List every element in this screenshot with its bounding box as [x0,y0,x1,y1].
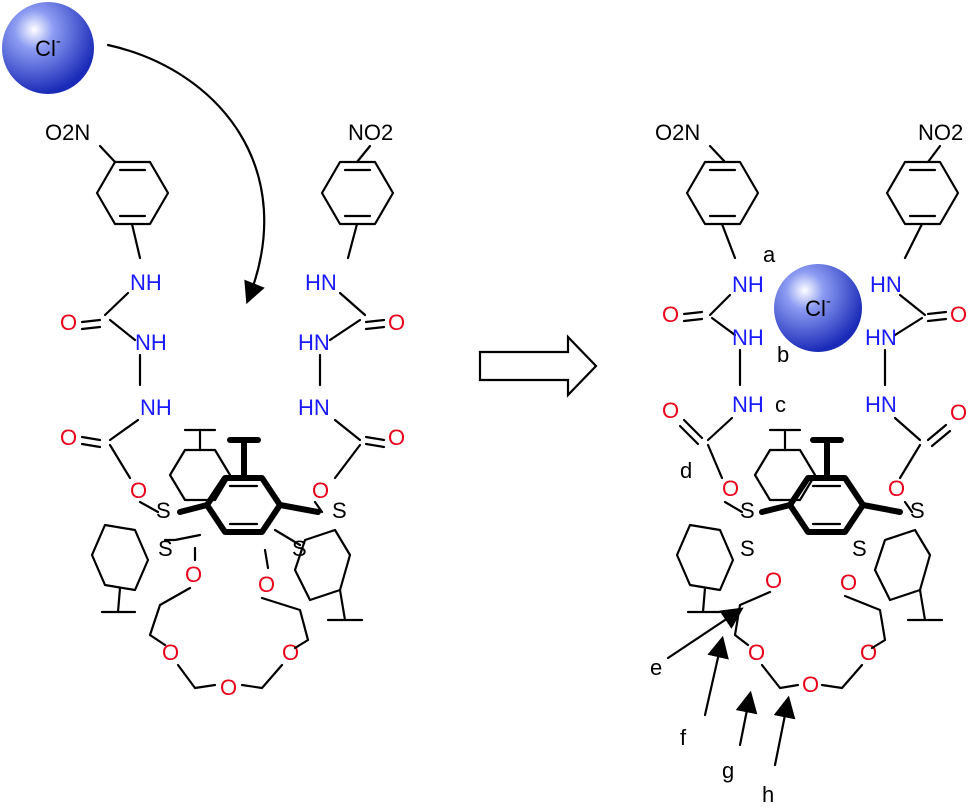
nh-label: NH [732,392,764,417]
curved-arrow-icon [106,43,266,305]
o-label: O [765,568,782,593]
nitro-group: NO2 [348,120,393,145]
o-label: O [130,478,147,503]
proton-label-f: f [680,725,687,750]
s-label: S [156,498,171,523]
nh-label: NH [135,330,167,355]
o-label: O [388,310,405,335]
hn-label: HN [305,270,337,295]
s-label: S [852,536,867,561]
left-arm: O2N NH O NH NH O O [655,120,764,501]
crown-ether: O O O O O [148,546,310,700]
o-label: O [888,476,905,501]
o-label: O [840,570,857,595]
proton-label-g: g [722,758,734,783]
hn-label: HN [865,325,897,350]
proton-label-c: c [775,392,786,417]
o-label: O [282,640,299,665]
o-label: O [950,400,967,425]
indicator-arrow-icon [666,607,796,767]
right-arm: NO2 HN O HN HN O O [298,120,405,503]
nh-label: NH [130,270,162,295]
chloride-anion: Cl- [2,2,94,94]
thiacalixarene-core: S S S S [675,428,944,622]
o-label: O [950,302,967,327]
s-label: S [740,498,755,523]
left-arm: O2N NH O NH NH O O [45,120,172,503]
reaction-arrow-icon [478,334,598,398]
nh-label: NH [732,325,764,350]
proton-label-b: b [777,342,789,367]
anion-label: Cl- [35,33,61,61]
nitro-group: NO2 [918,120,963,145]
chloride-anion-bound: Cl- [774,264,862,352]
o-label: O [662,398,679,423]
anion-label: Cl- [805,293,831,321]
o-label: O [748,640,765,665]
thiacalixarene-core: S S S S [90,428,364,622]
right-arm: NO2 HN O HN HN O O [865,120,967,501]
o-label: O [662,302,679,327]
proton-label-e: e [650,655,662,680]
nitro-group: O2N [655,120,700,145]
o-label: O [162,640,179,665]
nh-label: NH [140,395,172,420]
o-label: O [60,425,77,450]
o-label: O [258,572,275,597]
s-label: S [158,536,173,561]
o-label: O [722,476,739,501]
hn-label: HN [298,330,330,355]
hn-label: HN [298,395,330,420]
receptor-complex: O2N NH O NH NH O O Cl- [650,120,967,807]
hn-label: HN [865,392,897,417]
nh-label: NH [732,272,764,297]
nitro-group: O2N [45,120,90,145]
o-label: O [185,562,202,587]
o-label: O [388,425,405,450]
o-label: O [860,640,877,665]
hn-label: HN [870,272,902,297]
s-label: S [910,498,925,523]
s-label: S [740,536,755,561]
o-label: O [60,310,77,335]
o-label: O [802,672,819,697]
proton-label-a: a [763,242,776,267]
receptor-free: Cl- O2N NH O NH NH O O NO2 [2,2,405,700]
proton-label-h: h [762,782,774,807]
o-label: O [220,675,237,700]
o-label: O [312,478,329,503]
s-label: S [332,498,347,523]
crown-ether: O O O O O [733,568,887,697]
proton-label-d: d [680,458,692,483]
